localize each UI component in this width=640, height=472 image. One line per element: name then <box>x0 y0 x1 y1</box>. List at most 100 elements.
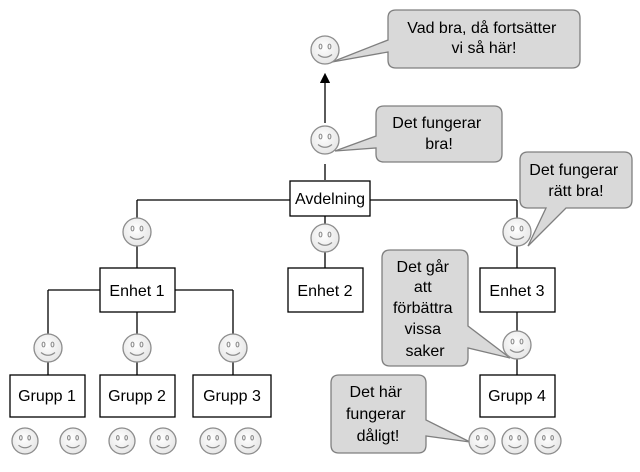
smiley-mouth <box>508 444 522 449</box>
bubble-members-line-1: Det här <box>350 384 403 401</box>
smiley-mouth <box>225 351 241 356</box>
smiley-top <box>310 35 340 65</box>
smiley-member-8 <box>501 427 529 455</box>
bubble-members-line-3: dåligt! <box>357 427 400 445</box>
smiley-eye-right <box>519 225 524 232</box>
box-avdelning: Avdelning <box>289 180 371 217</box>
smiley-face-icon <box>310 125 340 155</box>
bubble-grupp-4-line-1: Det går <box>397 258 450 276</box>
smiley-eye-right <box>124 434 129 441</box>
smiley-eye-right <box>215 434 220 441</box>
box-grupp-1-label: Grupp 1 <box>18 388 76 405</box>
smiley-avdelning <box>310 125 340 155</box>
box-grupp-4-label: Grupp 4 <box>488 388 546 405</box>
smiley-eye-left <box>508 434 513 441</box>
bubble-grupp-4-line-4: vissa <box>405 321 442 338</box>
smiley-face-icon <box>11 427 39 455</box>
smiley-eye-left <box>510 338 515 345</box>
bubble-members-line-2: fungerar <box>346 406 406 423</box>
smiley-eye-right <box>165 434 170 441</box>
smiley-eye-left <box>241 434 246 441</box>
bubble-top-line-2: vi så här! <box>452 39 517 57</box>
bubble-avdelning-line-2: bra! <box>425 136 453 153</box>
smiley-eye-left <box>318 231 323 238</box>
smiley-face-icon <box>122 217 152 247</box>
smiley-eye-left <box>541 434 546 441</box>
box-enhet-2: Enhet 2 <box>287 267 364 313</box>
smiley-eye-right <box>75 434 80 441</box>
box-grupp-4: Grupp 4 <box>479 374 556 418</box>
smiley-mouth <box>509 235 525 240</box>
smiley-mouth <box>206 444 220 449</box>
smiley-face-icon <box>149 427 177 455</box>
smiley-enhet-1 <box>122 217 152 247</box>
bubble-grupp-4: Det går att förbättra vissa saker <box>381 249 511 367</box>
bubble-grupp-4-line-2: att <box>414 279 432 296</box>
smiley-eye-left <box>18 434 23 441</box>
smiley-eye-left <box>115 434 120 441</box>
smiley-face-icon <box>234 427 262 455</box>
smiley-grupp-3 <box>218 333 248 363</box>
smiley-eye-right <box>250 434 255 441</box>
smiley-eye-left <box>226 341 231 348</box>
smiley-mouth <box>156 444 170 449</box>
smiley-member-9 <box>534 427 562 455</box>
smiley-eye-right <box>517 434 522 441</box>
smiley-eye-right <box>139 341 144 348</box>
bubble-avdelning-line-1: Det fungerar <box>392 115 482 132</box>
smiley-mouth <box>317 241 333 246</box>
smiley-face-icon <box>310 35 340 65</box>
smiley-eye-right <box>27 434 32 441</box>
smiley-face-icon <box>122 333 152 363</box>
smiley-member-5 <box>199 427 227 455</box>
smiley-face-icon <box>59 427 87 455</box>
bubble-enhet-3-line-2: rätt bra! <box>548 183 603 200</box>
bubble-members-text: Det här fungerar dåligt! <box>346 384 410 445</box>
smiley-eye-right <box>484 434 489 441</box>
smiley-grupp-4 <box>502 330 532 360</box>
smiley-eye-left <box>41 341 46 348</box>
box-grupp-2-label: Grupp 2 <box>108 388 166 405</box>
smiley-member-1 <box>11 427 39 455</box>
smiley-eye-left <box>318 133 323 140</box>
box-grupp-1: Grupp 1 <box>9 374 86 418</box>
smiley-enhet-2 <box>310 223 340 253</box>
bubble-avdelning-text: Det fungerar bra! <box>392 115 485 153</box>
smiley-face-icon <box>108 427 136 455</box>
smiley-face-icon <box>310 223 340 253</box>
box-enhet-3: Enhet 3 <box>479 267 556 313</box>
smiley-eye-right <box>235 341 240 348</box>
smiley-face-icon <box>534 427 562 455</box>
smiley-mouth <box>317 53 333 58</box>
smiley-mouth <box>317 143 333 148</box>
box-avdelning-label: Avdelning <box>295 191 365 208</box>
smiley-mouth <box>18 444 32 449</box>
smiley-face-icon <box>501 427 529 455</box>
smiley-face-icon <box>502 217 532 247</box>
smiley-face-icon <box>199 427 227 455</box>
smiley-member-3 <box>108 427 136 455</box>
smiley-mouth <box>115 444 129 449</box>
smiley-mouth <box>541 444 555 449</box>
box-grupp-2: Grupp 2 <box>99 374 176 418</box>
bubble-enhet-3: Det fungerar rätt bra! <box>519 151 633 247</box>
smiley-mouth <box>475 444 489 449</box>
smiley-eye-left <box>475 434 480 441</box>
smiley-eye-left <box>206 434 211 441</box>
bubble-top-text: Vad bra, då fortsätter vi så här! <box>407 19 561 57</box>
smiley-enhet-3 <box>502 217 532 247</box>
box-enhet-1-label: Enhet 1 <box>109 283 164 300</box>
smiley-mouth <box>129 351 145 356</box>
smiley-eye-left <box>156 434 161 441</box>
smiley-mouth <box>129 235 145 240</box>
smiley-face-icon <box>468 427 496 455</box>
smiley-member-6 <box>234 427 262 455</box>
bubble-enhet-3-text: Det fungerar rätt bra! <box>529 162 622 200</box>
smiley-eye-right <box>519 338 524 345</box>
box-enhet-3-label: Enhet 3 <box>489 283 544 300</box>
smiley-eye-right <box>139 225 144 232</box>
smiley-member-4 <box>149 427 177 455</box>
smiley-faces <box>11 35 562 455</box>
box-enhet-2-label: Enhet 2 <box>297 283 352 300</box>
smiley-eye-right <box>327 231 332 238</box>
